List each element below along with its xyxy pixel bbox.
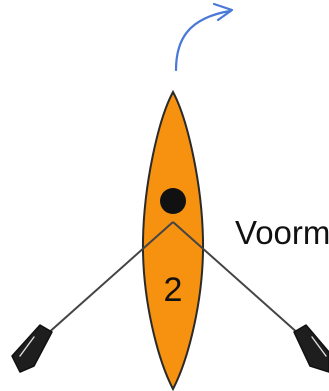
kayak-number: 2: [164, 271, 183, 309]
side-label: Voorm: [235, 214, 329, 251]
curved-arrow-icon: [176, 4, 232, 70]
paddle-icon: [12, 325, 52, 372]
paddle-icon: [294, 325, 329, 372]
paddler-icon: [160, 188, 186, 214]
